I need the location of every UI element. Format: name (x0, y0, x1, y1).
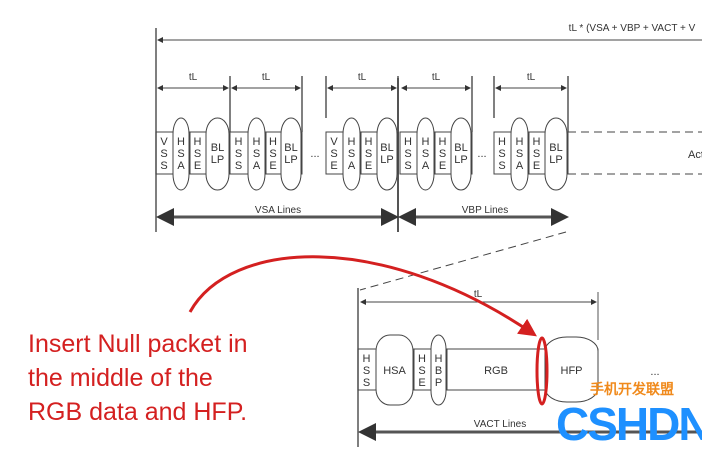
annotation-note: Insert Null packet in the middle of the … (28, 327, 248, 429)
annotation-arrow (188, 255, 537, 337)
annotation-line: Insert Null packet in (28, 330, 248, 358)
ellipsis-2: ... (477, 148, 486, 160)
vsa-lines-label: VSA Lines (255, 205, 301, 216)
tl-label: tL (358, 72, 367, 83)
tl-label: tL (262, 72, 271, 83)
null-packet-highlight (535, 336, 549, 406)
vbp-lines-label: VBP Lines (462, 205, 509, 216)
cell-label: HFP (561, 365, 583, 377)
cell-label: HSA (383, 365, 406, 377)
tl-label: tL (527, 72, 536, 83)
tl-label: tL (189, 72, 198, 83)
cell-label: RGB (484, 365, 508, 377)
ellipsis-1: ... (310, 148, 319, 160)
tl-label: tL (432, 72, 441, 83)
watermark-logo: CSHDN (556, 398, 702, 450)
vact-lines-label: VACT Lines (474, 419, 526, 430)
active-label: Act (688, 149, 702, 161)
bottom-tl-label: tL (474, 289, 483, 300)
zoom-dash (359, 231, 567, 291)
bottom-ellipsis: ... (650, 366, 659, 378)
watermark-cn: 手机开发联盟 (590, 381, 674, 397)
annotation-line: the middle of the (28, 364, 213, 392)
annotation-line: RGB data and HFP. (28, 398, 248, 426)
frame-label: tL * (VSA + VBP + VACT + V (569, 23, 696, 34)
